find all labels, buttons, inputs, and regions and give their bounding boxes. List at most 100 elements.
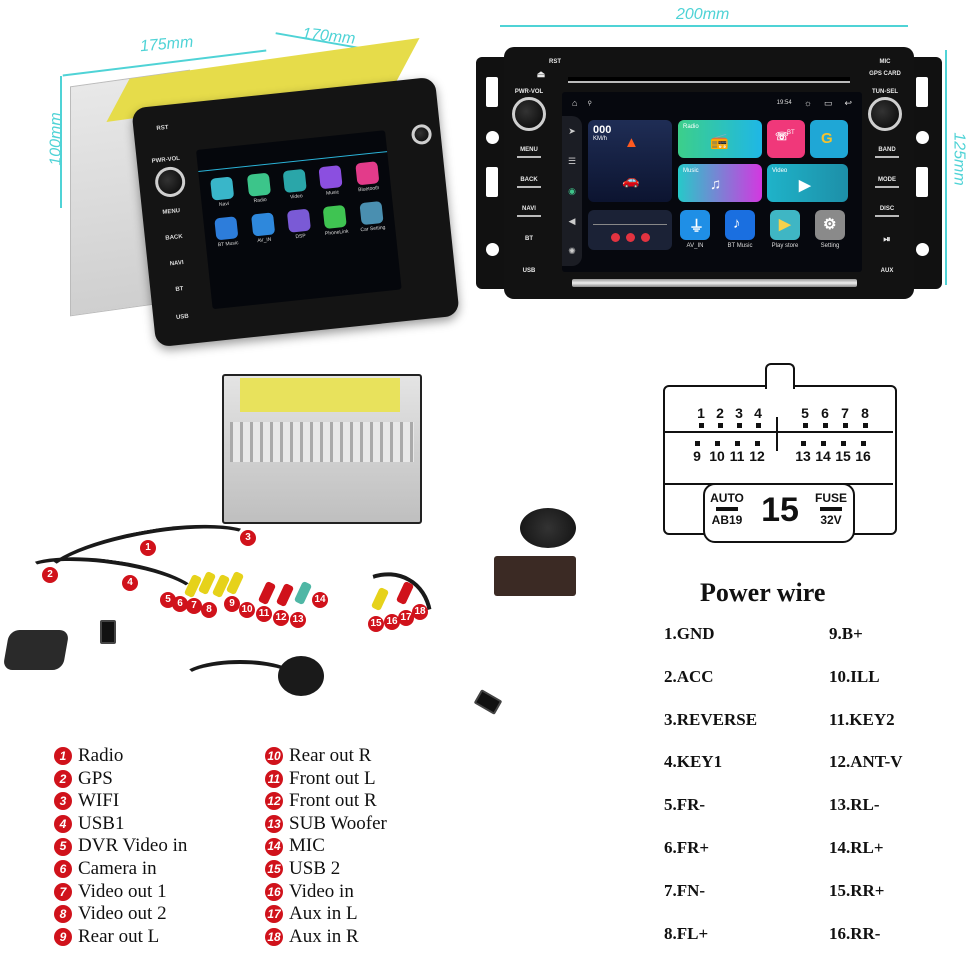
power-wire-item: 2.ACC [664, 666, 714, 686]
navi-button[interactable]: NAVI [169, 259, 184, 268]
app-label: Car Setting [360, 224, 386, 234]
radio-tile[interactable]: Radio 📻 [678, 120, 762, 158]
app-av-in[interactable]: AV_IN [245, 212, 280, 245]
callout-3: 3 [240, 530, 256, 546]
rst-button[interactable]: RST [549, 59, 561, 65]
media-player-widget[interactable] [588, 210, 672, 250]
disc-button[interactable]: DISC [870, 206, 904, 217]
power-wire-item: 9.B+ [829, 624, 863, 643]
dimension-front-height-line [945, 50, 947, 285]
legend-label: Rear out R [289, 745, 372, 766]
home-icon[interactable]: ⌂ [572, 98, 578, 108]
bt-phone-tile[interactable]: ☏ BT [767, 120, 805, 158]
left-screen: Navi Radio Video Music Bluetooth BT Musi… [195, 130, 402, 310]
app-dsp[interactable]: DSP [282, 208, 317, 241]
connector-latch [765, 363, 795, 389]
navi-button[interactable]: NAVI [512, 206, 546, 217]
app-setting[interactable]: ⚙ [815, 210, 845, 240]
app-radio[interactable]: Radio [241, 172, 276, 205]
pin-number: 10 [709, 448, 725, 464]
google-tile[interactable]: G [810, 120, 848, 158]
equalizer-icon[interactable]: ☰ [567, 155, 577, 166]
play-pause-button[interactable]: ⏯ [883, 234, 891, 244]
play-button[interactable] [625, 233, 635, 242]
volume-icon[interactable]: ◀ [568, 215, 576, 226]
volume-knob[interactable] [153, 165, 187, 199]
previous-button[interactable] [610, 233, 620, 242]
app-bluetooth[interactable]: Bluetooth [350, 161, 385, 194]
bt-button[interactable]: BT [525, 236, 533, 242]
video-icon [282, 168, 307, 193]
app-label: Music [325, 189, 340, 197]
band-button[interactable]: BAND [870, 147, 904, 158]
power-wire-item: 12.ANT-V [829, 752, 903, 772]
music-tile[interactable]: Music ♫ [678, 164, 762, 202]
eject-icon[interactable]: ⏏ [536, 69, 546, 79]
disc-slot [568, 77, 850, 83]
back-arrow-icon[interactable]: ↩ [844, 97, 852, 108]
number-badge: 7 [54, 882, 72, 901]
back-button[interactable]: BACK [512, 177, 546, 188]
rca-plug-yellow [225, 570, 245, 596]
bt-button[interactable]: BT [175, 286, 184, 293]
number-badge: 3 [54, 792, 72, 811]
apps-icon[interactable]: ◉ [568, 185, 576, 196]
number-badge: 6 [54, 860, 72, 879]
volume-knob[interactable] [512, 97, 546, 131]
brightness-icon[interactable]: ✺ [568, 245, 576, 256]
legend-label: SUB Woofer [289, 812, 387, 834]
legend-label: Camera in [78, 857, 157, 879]
power-wire-item: 3.REVERSE [664, 709, 758, 729]
number-badge: 4 [54, 815, 72, 834]
video-tile[interactable]: Video ▶ [767, 164, 848, 202]
app-phonelink[interactable]: PhoneLink [318, 204, 353, 237]
app-label: Navi [218, 200, 230, 208]
menu-button[interactable]: MENU [512, 147, 546, 158]
tun-sel-label: TUN-SEL [872, 89, 898, 95]
pin-6: 6 [815, 405, 835, 430]
callout-9: 9 [224, 596, 240, 612]
brightness-icon[interactable]: ☼ [803, 98, 812, 108]
progress-bar[interactable] [593, 224, 667, 225]
power-connector-diagram: 1 2 3 4 5 6 7 8 9 10 11 12 13 14 15 16 A… [663, 363, 897, 543]
mode-label: MODE [878, 177, 896, 183]
app-music[interactable]: Music [314, 164, 349, 197]
app-car-setting[interactable]: Car Setting [354, 200, 389, 233]
power-wire-title: Power wire [700, 578, 826, 607]
app-bt-music[interactable]: ♪ [725, 210, 755, 240]
power-wire-item: 1.GND [664, 624, 715, 643]
rca-plug-green [293, 580, 313, 606]
power-wire-right-column: 9.B+ 10.ILL 11.KEY2 12.ANT-V 13.RL- 14.R… [829, 620, 903, 954]
pin-number: 15 [835, 448, 851, 464]
pin-9: 9 [687, 439, 707, 464]
app-av-in[interactable]: ⏚ [680, 210, 710, 240]
app-navi[interactable]: Navi [205, 176, 240, 209]
callout-16: 16 [384, 614, 400, 630]
back-button[interactable]: BACK [165, 233, 183, 242]
head-unit-faceplate: RST PWR-VOL MENU BACK NAVI BT USB Navi R… [131, 76, 460, 348]
speedometer-widget[interactable]: 000 KM/h ▲ 🚗 [588, 120, 672, 202]
recent-apps-icon[interactable]: ▭ [823, 97, 833, 108]
number-badge: 13 [265, 815, 283, 834]
gps-card-slot[interactable]: GPS CARD [869, 71, 901, 77]
tune-knob[interactable] [868, 97, 902, 131]
play-store-label: Play store [771, 243, 799, 249]
fuse-rating: 15 [761, 491, 799, 529]
pin-13: 13 [793, 439, 813, 464]
navigation-arrow-icon[interactable]: ➤ [568, 125, 576, 136]
mode-button[interactable]: MODE [870, 177, 904, 188]
tune-knob[interactable] [410, 123, 433, 146]
rst-button[interactable]: RST [156, 124, 169, 133]
disc-label: DISC [879, 206, 895, 212]
app-play-store[interactable]: ▶ [770, 210, 800, 240]
menu-button[interactable]: MENU [162, 208, 181, 216]
next-button[interactable] [640, 233, 650, 242]
app-bt-music[interactable]: BT Music [209, 216, 244, 249]
app-video[interactable]: Video [277, 168, 312, 201]
speed-value: 000 [593, 124, 612, 136]
